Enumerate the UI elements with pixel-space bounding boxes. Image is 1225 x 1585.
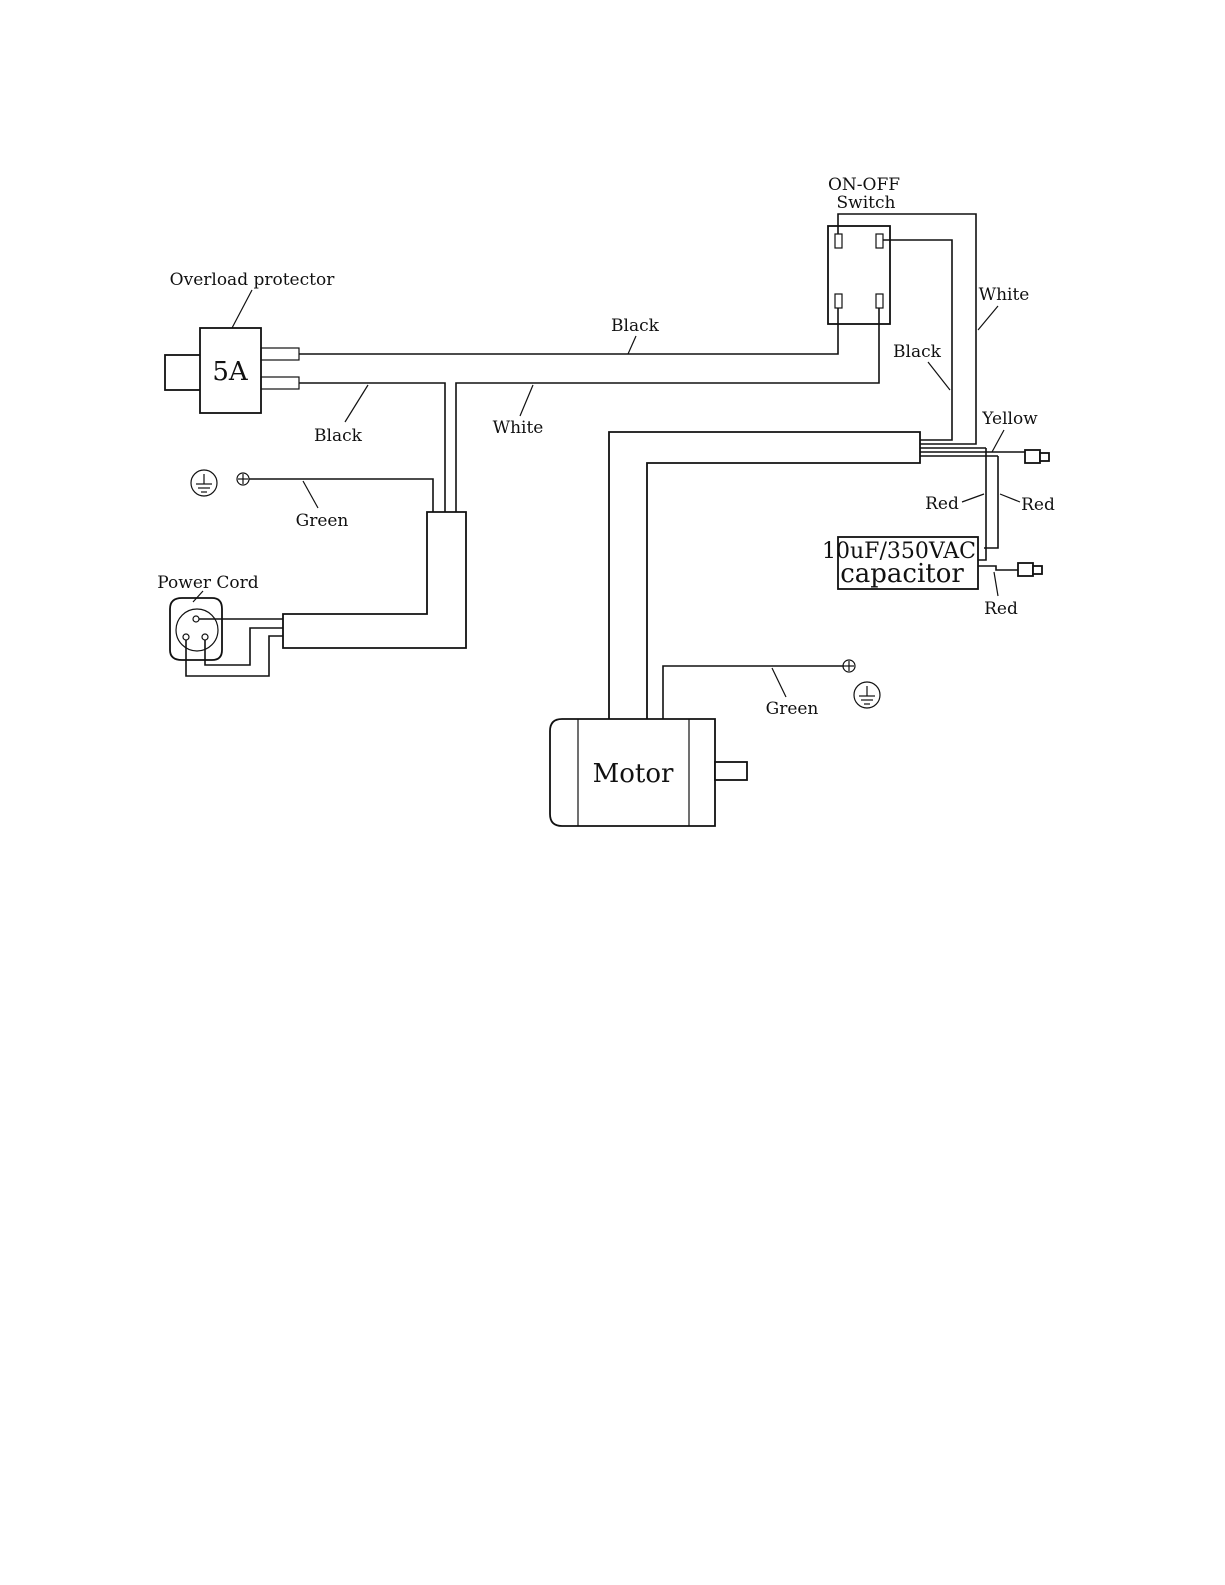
power-cord-label: Power Cord bbox=[157, 573, 258, 593]
leader-red-right bbox=[1000, 494, 1020, 502]
leader-yellow bbox=[992, 430, 1004, 452]
overload-protector-leader bbox=[232, 290, 252, 328]
wire-label-red-bottom: Red bbox=[984, 599, 1018, 619]
switch-label-line1: ON-OFF bbox=[828, 175, 900, 195]
leader-red-bottom bbox=[994, 572, 998, 596]
overload-protector-label: Overload protector bbox=[170, 270, 336, 290]
terminal-upper bbox=[1025, 450, 1049, 463]
leader-black-right bbox=[928, 362, 950, 390]
leader-green-left bbox=[303, 481, 318, 508]
power-cord-plug bbox=[170, 598, 283, 676]
ground-screw-motor bbox=[843, 660, 855, 672]
wire-label-white-mid: White bbox=[493, 418, 544, 438]
wire-label-red-left: Red bbox=[925, 494, 959, 514]
wire-label-red-right: Red bbox=[1021, 495, 1055, 515]
leader-green-motor bbox=[772, 668, 786, 697]
wire-label-green-left: Green bbox=[296, 511, 349, 531]
leader-red-left bbox=[962, 494, 984, 502]
wire-label-black-top: Black bbox=[611, 316, 660, 336]
wire-label-black-left: Black bbox=[314, 426, 363, 446]
wire-red-left bbox=[978, 448, 986, 560]
leader-black-top bbox=[628, 336, 636, 354]
capacitor-label: capacitor bbox=[840, 559, 964, 589]
switch-label-line2: Switch bbox=[837, 193, 896, 213]
ground-symbol-motor bbox=[854, 682, 880, 708]
cable-bundle bbox=[283, 512, 466, 648]
motor-label: Motor bbox=[593, 759, 674, 789]
wire-label-yellow: Yellow bbox=[981, 409, 1038, 429]
wire-label-black-right: Black bbox=[893, 342, 942, 362]
protector-rating: 5A bbox=[212, 357, 249, 387]
leader-black-left bbox=[345, 385, 368, 422]
wire-label-white-right: White bbox=[979, 285, 1030, 305]
ground-screw-left bbox=[237, 473, 249, 485]
leader-white-mid bbox=[520, 385, 533, 416]
wire-green-left bbox=[249, 479, 433, 512]
leader-white-right bbox=[978, 306, 998, 330]
wire-label-green-motor: Green bbox=[766, 699, 819, 719]
wire-red-bottom bbox=[978, 566, 1018, 570]
terminal-lower bbox=[1018, 563, 1042, 576]
ground-symbol-left bbox=[191, 470, 217, 496]
